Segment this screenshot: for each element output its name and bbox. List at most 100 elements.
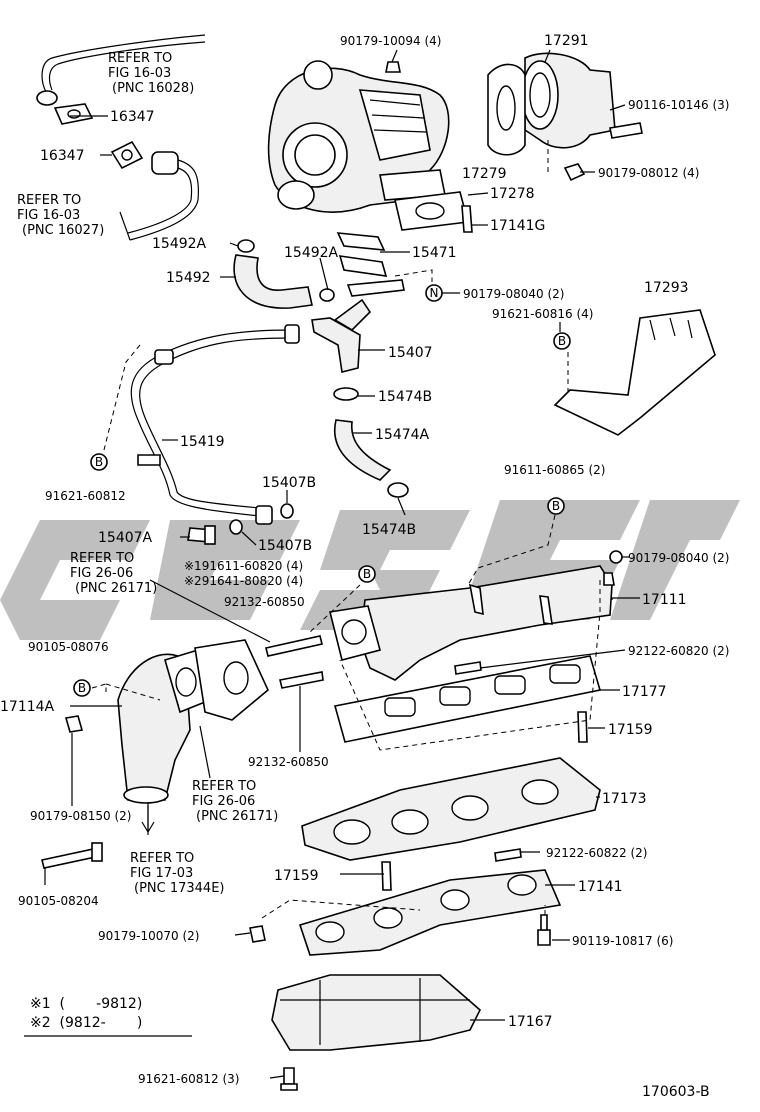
- labels: REFER TO FIG 16-03 (PNC 16028) 16347 163…: [0, 33, 730, 1086]
- label-17141: 17141: [578, 879, 623, 895]
- oil-pipe-upper: [36, 34, 206, 106]
- callout-B-bracket: [553, 332, 571, 350]
- stud-92122-60822: [494, 848, 522, 862]
- clamp-15474B-lower: [387, 482, 409, 498]
- label-17114A: 17114A: [0, 699, 55, 715]
- callout-N-letter: N: [430, 286, 439, 300]
- label-15492A-mid: 15492A: [284, 245, 339, 261]
- label-17159-upper: 17159: [608, 722, 653, 738]
- oil-feed-pipe-15419: [130, 324, 300, 525]
- oil-return-pipe: [333, 279, 405, 332]
- callout-B-pipe: [90, 453, 108, 471]
- callout-circles: N B B B B B: [73, 284, 623, 697]
- clamp-15474B-upper: [333, 387, 359, 401]
- label-15474B-upper: 15474B: [378, 389, 432, 405]
- stud-92122-60820: [454, 661, 482, 675]
- label-90119-10817: 90119-10817 (6): [572, 934, 674, 948]
- label-90179-08012: 90179-08012 (4): [598, 166, 700, 180]
- bolt-90105-08204: [41, 842, 103, 869]
- bolt-15407A: [187, 525, 216, 545]
- exhaust-elbow: [117, 653, 191, 804]
- label-92122-60820: 92122-60820 (2): [628, 644, 730, 658]
- refer-16027-line3: (PNC 16027): [22, 223, 104, 238]
- drawing-number: 170603-B: [642, 1084, 710, 1100]
- label-15471: 15471: [412, 245, 457, 261]
- clamp-15492A-upper: [237, 239, 255, 253]
- oil-pipe-16027: [127, 151, 200, 241]
- refer-16027-line1: REFER TO: [17, 193, 81, 208]
- legend: ※1 ( -9812) ※2 (9812- ): [24, 996, 192, 1037]
- clamp-15492A-lower: [319, 288, 335, 302]
- label-91621-60812-bottom: 91621-60812 (3): [138, 1072, 240, 1086]
- nut-90179-08012: [563, 163, 586, 182]
- gasket-17278: [394, 191, 470, 231]
- refer-17344e-line2: FIG 17-03: [130, 866, 193, 881]
- refer-26171b-line2: FIG 26-06: [192, 794, 255, 809]
- callout-B-manifold: [547, 497, 565, 515]
- callout-B-manifold-letter: B: [552, 499, 560, 513]
- label-17159-lower: 17159: [274, 868, 319, 884]
- turbo-elbow-17291: [521, 52, 616, 149]
- label-90179-08040-upper: 90179-08040 (2): [463, 287, 565, 301]
- refer-17344e-line3: (PNC 17344E): [134, 881, 225, 896]
- washer-15407B-upper: [280, 503, 294, 519]
- gasket-17279: [487, 63, 526, 156]
- label-291641-80820: ※291641-80820 (4): [184, 574, 303, 588]
- refer-26171b-line1: REFER TO: [192, 779, 256, 794]
- gasket-15471: [336, 232, 388, 277]
- refer-26171a-line2: FIG 26-06: [70, 566, 133, 581]
- refer-17344e-line1: REFER TO: [130, 851, 194, 866]
- label-17173: 17173: [602, 791, 647, 807]
- label-90179-08040-lower: 90179-08040 (2): [628, 551, 730, 565]
- callout-B-bracket-letter: B: [558, 334, 566, 348]
- label-15407B-lower: 15407B: [258, 538, 312, 554]
- label-15407: 15407: [388, 345, 433, 361]
- gasket-17177: [333, 655, 602, 743]
- label-92132-60850-upper: 92132-60850: [224, 595, 305, 609]
- stud-17141G: [461, 205, 473, 233]
- label-15407A: 15407A: [98, 530, 153, 546]
- refer-16028-line1: REFER TO: [108, 51, 172, 66]
- callout-B-pipe-letter: B: [95, 455, 103, 469]
- label-17278: 17278: [490, 186, 535, 202]
- stud-17159-b: [381, 861, 392, 891]
- legend-row-2: ※2 (9812- ): [30, 1015, 142, 1031]
- label-92132-60850-lower: 92132-60850: [248, 755, 329, 769]
- label-91621-60816: 91621-60816 (4): [492, 307, 594, 321]
- nut-90179-10070: [249, 925, 266, 943]
- label-15419: 15419: [180, 434, 225, 450]
- stud-90179-10094: [385, 61, 401, 73]
- label-17293: 17293: [644, 280, 689, 296]
- hose-15492: [233, 254, 313, 309]
- label-17167: 17167: [508, 1014, 553, 1030]
- label-90116-10146: 90116-10146 (3): [628, 98, 730, 112]
- label-191611-60820: ※191611-60820 (4): [184, 559, 303, 573]
- label-16347-left: 16347: [40, 148, 85, 164]
- dashed-lines: [91, 140, 601, 919]
- refer-16028-line3: (PNC 16028): [112, 81, 194, 96]
- heat-insulator-17173: [301, 757, 601, 861]
- union-15407: [311, 317, 361, 373]
- callout-B-elbow-letter: B: [78, 681, 86, 695]
- label-16347-right: 16347: [110, 109, 155, 125]
- label-91621-60812-left: 91621-60812: [45, 489, 126, 503]
- refer-26171a-line3: (PNC 26171): [75, 581, 157, 596]
- stud-17159-a: [577, 711, 588, 743]
- label-90105-08076: 90105-08076: [28, 640, 109, 654]
- label-17141G: 17141G: [490, 218, 545, 234]
- callout-B-stud: [358, 565, 376, 583]
- nut-icon: [609, 550, 623, 564]
- label-92122-60822: 92122-60822 (2): [546, 846, 648, 860]
- arrow-icons: [141, 805, 155, 834]
- callout-B-stud-letter: B: [363, 567, 371, 581]
- callout-N: [425, 284, 443, 302]
- stud-92132-60850-b: [279, 671, 324, 689]
- label-15407B-upper: 15407B: [262, 475, 316, 491]
- outlet-flange: [329, 605, 381, 661]
- turbocharger: [267, 60, 450, 213]
- nut-90179-08040: [603, 572, 615, 586]
- exhaust-manifold-17111: [359, 565, 613, 681]
- label-90179-10070: 90179-10070 (2): [98, 929, 200, 943]
- stud-92132-60850-a: [265, 635, 323, 657]
- label-15492A-top: 15492A: [152, 236, 207, 252]
